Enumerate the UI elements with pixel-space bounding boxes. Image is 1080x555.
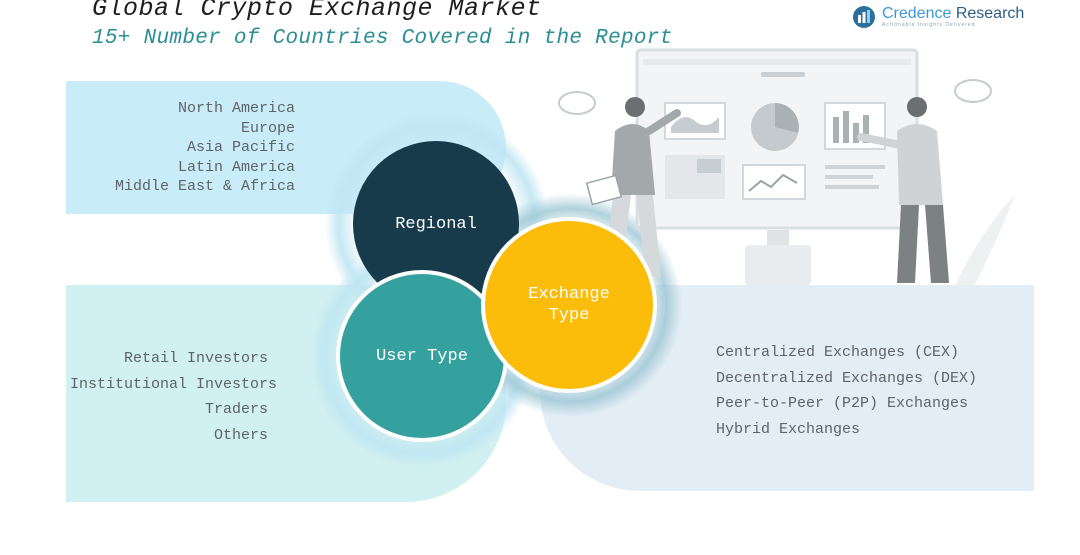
list-item: Hybrid Exchanges [716, 420, 861, 438]
regional-list: North America Europe Asia Pacific Latin … [100, 99, 295, 197]
list-item: Others [213, 426, 268, 444]
list-item: Decentralized Exchanges (DEX) [716, 369, 978, 387]
logo-tagline: Actionable Insights Delivered [882, 22, 976, 28]
list-item: Centralized Exchanges (CEX) [716, 344, 960, 361]
logo-mark-icon [853, 6, 875, 28]
logo-wordmark: Credence Research [882, 5, 1025, 22]
user-type-label: User Type [376, 346, 468, 366]
list-item: Middle East & Africa [114, 178, 295, 195]
exchange-type-list: Centralized Exchanges (CEX) Decentralize… [716, 340, 977, 442]
list-item: Europe [240, 119, 295, 137]
user-type-list: Retail Investors Institutional Investors… [70, 346, 278, 448]
exchange-type-label-line1: Exchange [528, 285, 610, 304]
user-type-circle: User Type [336, 270, 508, 442]
page-subtitle: 15+ Number of Countries Covered in the R… [92, 27, 673, 50]
presentation-illustration [558, 48, 1015, 285]
page-title: Global Crypto Exchange Market [92, 0, 542, 23]
regional-label: Regional [395, 214, 477, 234]
brand-logo: Credence Research Actionable Insights De… [852, 2, 1024, 32]
list-item: Retail Investors [123, 350, 268, 367]
list-item: Traders [204, 401, 268, 418]
list-item: Peer-to-Peer (P2P) Exchanges [716, 395, 969, 412]
list-item: Asia Pacific [186, 139, 295, 156]
list-item: Latin America [177, 158, 295, 176]
exchange-type-circle: Exchange Type [481, 217, 657, 393]
list-item: North America [177, 100, 295, 117]
exchange-type-label-line2: Type [548, 306, 590, 325]
list-item: Institutional Investors [70, 375, 278, 393]
